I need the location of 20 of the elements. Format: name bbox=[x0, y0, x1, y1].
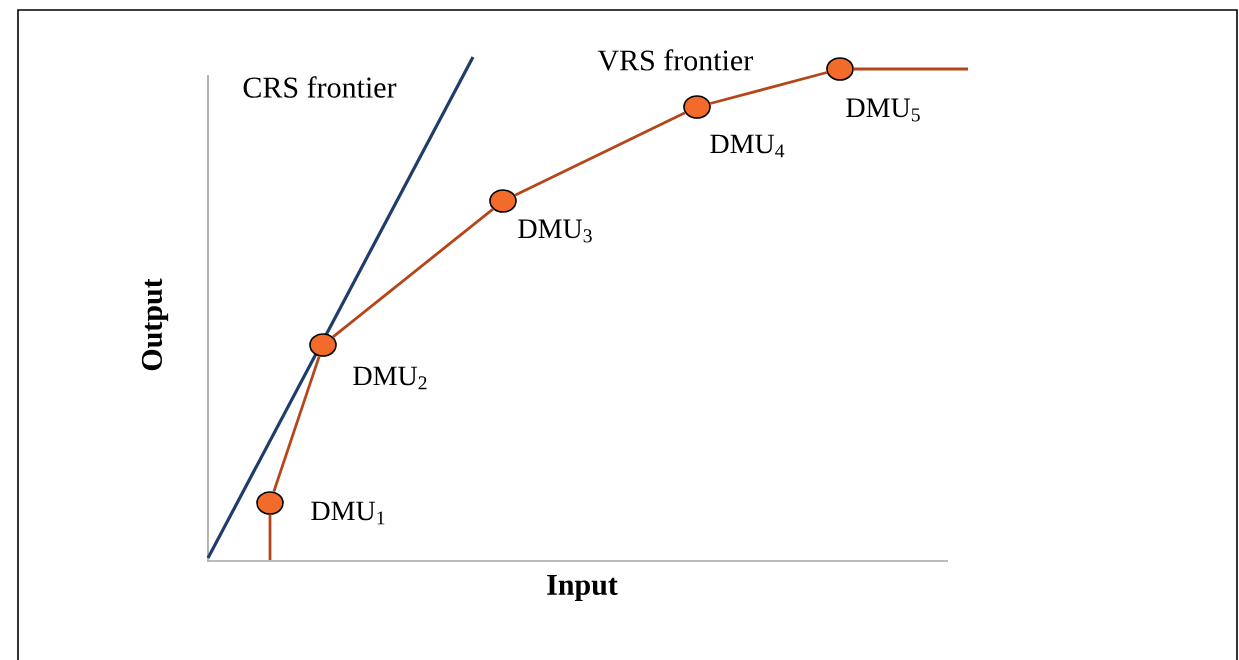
point-label: DMU$_{2}$ bbox=[353, 366, 427, 390]
frontier-segment bbox=[514, 111, 686, 197]
frontier-segment bbox=[272, 355, 321, 493]
data-point bbox=[489, 189, 517, 213]
data-point bbox=[683, 95, 711, 119]
frontier-segment bbox=[332, 207, 494, 339]
axis-title: Output bbox=[141, 278, 169, 371]
data-point bbox=[309, 333, 337, 357]
data-point bbox=[256, 491, 284, 515]
point-label: DMU$_{3}$ bbox=[518, 219, 592, 243]
data-point bbox=[826, 57, 854, 81]
point-label: DMU$_{1}$ bbox=[311, 501, 385, 525]
point-label: DMU$_{4}$ bbox=[710, 134, 785, 158]
frontier-segment bbox=[709, 71, 828, 105]
axis-title: Input bbox=[547, 575, 618, 602]
frontier-segment bbox=[853, 67, 968, 71]
curve-label: CRS frontier bbox=[243, 76, 397, 98]
point-label: DMU$_{5}$ bbox=[846, 98, 920, 122]
frontier-segment bbox=[268, 514, 272, 560]
curve-label: VRS frontier bbox=[597, 49, 753, 71]
